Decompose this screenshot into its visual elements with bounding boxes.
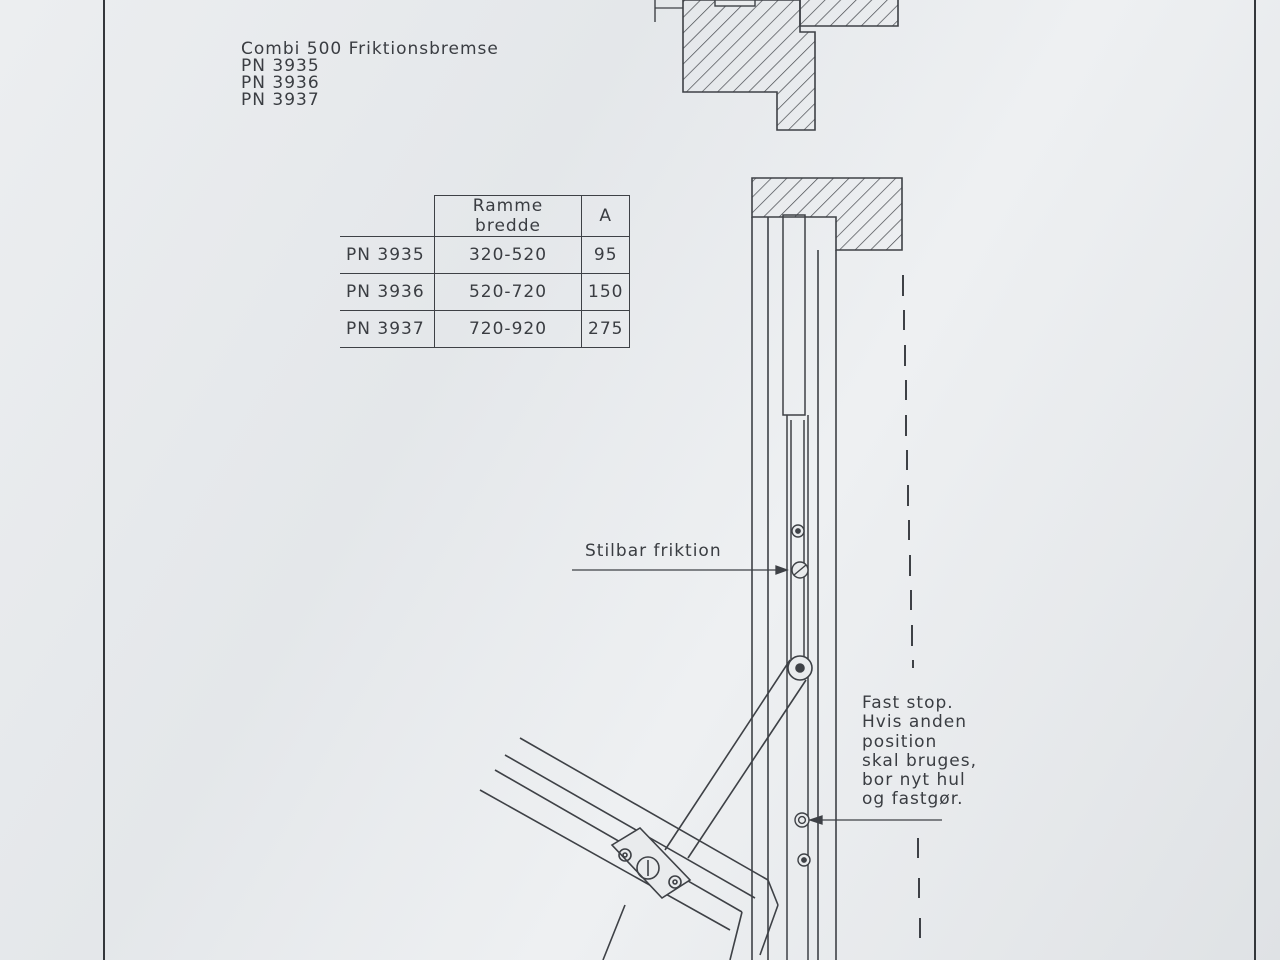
row-pn: PN 3936: [340, 273, 435, 311]
size-table: Ramme bredde A PN 3935 320-520 95 PN 393…: [340, 195, 631, 348]
top-profile-section: [654, 0, 899, 131]
note-line: skal bruges,: [862, 750, 978, 771]
row-a: 95: [580, 236, 631, 274]
screw-group: [791, 524, 811, 867]
note-line: Hvis anden: [862, 712, 968, 733]
table-row: PN 3937 720-920 275: [340, 310, 631, 348]
frame-jamb: [751, 217, 837, 960]
table-row: PN 3936 520-720 150: [340, 273, 631, 311]
leader-lines: [572, 565, 942, 825]
note-line: og fastgør.: [862, 789, 964, 810]
row-ramme-bredde: 720-920: [434, 310, 582, 348]
row-ramme-bredde: 520-720: [434, 273, 582, 311]
row-a: 150: [580, 273, 631, 311]
table-corner: [340, 195, 435, 237]
header-a: A: [580, 195, 631, 237]
stay-rail: [782, 214, 809, 960]
part-number-1: PN 3935: [241, 56, 320, 76]
note-line: Fast stop.: [862, 693, 954, 713]
frame-head-section: [751, 177, 903, 251]
product-title: Combi 500 Friktionsbremse: [241, 39, 499, 59]
fast-stop-note: Fast stop. Hvis anden position skal brug…: [862, 693, 978, 810]
table-header-row: Ramme bredde A: [340, 195, 631, 237]
row-pn: PN 3935: [340, 236, 435, 274]
row-pn: PN 3937: [340, 310, 435, 348]
note-line: bor nyt hul: [862, 770, 966, 791]
row-a: 275: [580, 310, 631, 348]
stay-arm: [664, 655, 813, 859]
part-number-2: PN 3936: [241, 73, 320, 93]
row-ramme-bredde: 320-520: [434, 236, 582, 274]
note-line: position: [862, 731, 938, 752]
stilbar-friktion-label: Stilbar friktion: [585, 541, 722, 561]
table-row: PN 3935 320-520 95: [340, 236, 631, 274]
header-ramme-bredde: Ramme bredde: [434, 195, 582, 237]
sash-open: [479, 737, 779, 960]
part-number-3: PN 3937: [241, 90, 320, 110]
center-line: [902, 275, 921, 938]
